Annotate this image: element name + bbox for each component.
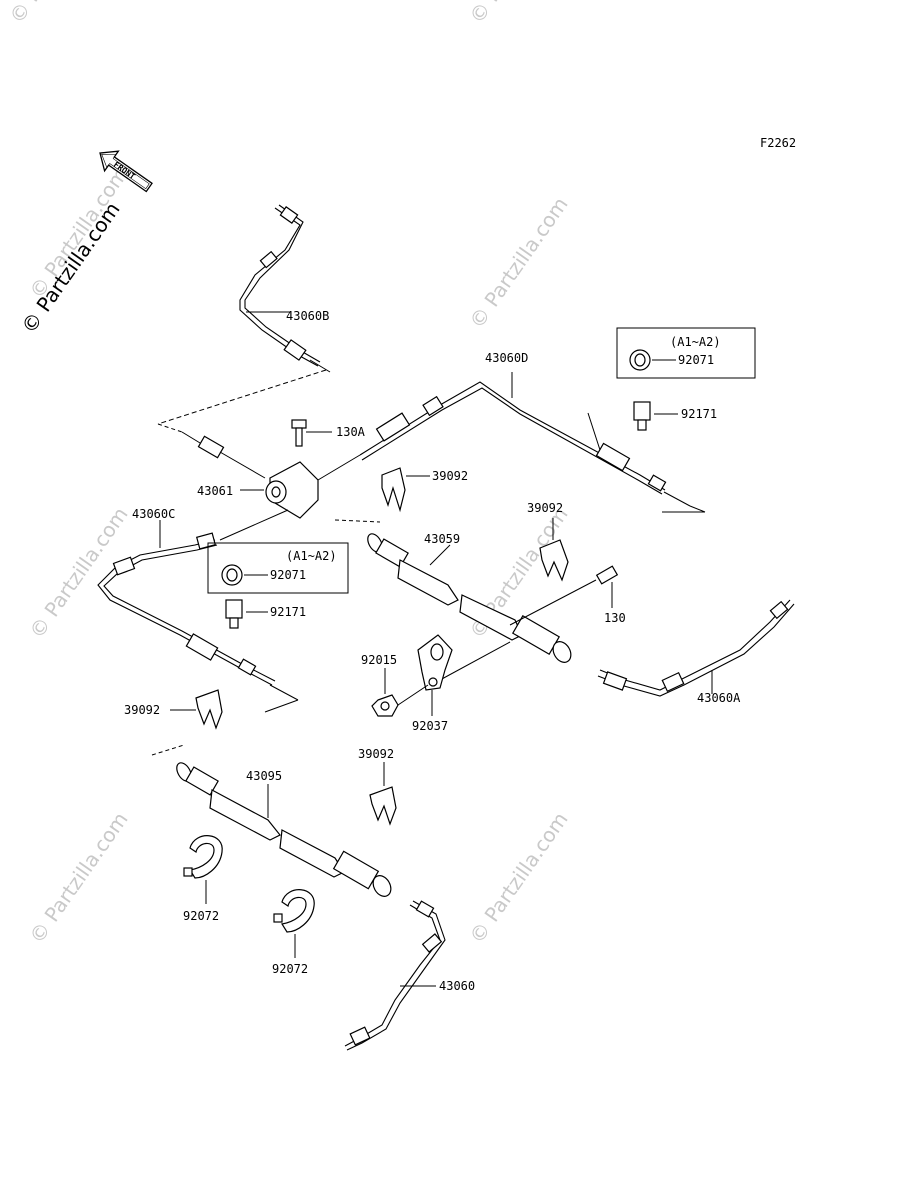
bolt-130-icon xyxy=(595,565,619,608)
fitting-92171-icon xyxy=(225,599,268,629)
label-43059: 43059 xyxy=(424,532,460,546)
applicability-box-mid: (A1~A2) 92071 xyxy=(207,542,349,594)
band-92072-icon xyxy=(183,835,223,904)
nut-92015-icon xyxy=(371,668,399,717)
applicability-top: (A1~A2) xyxy=(670,335,721,349)
clip-39092-icon xyxy=(539,518,569,582)
label-92037: 92037 xyxy=(412,719,448,733)
hose-43059-icon xyxy=(334,519,597,681)
left-connector-chain xyxy=(157,423,266,479)
watermark-text: © Partzilla.com xyxy=(4,0,112,28)
label-39092-b: 39092 xyxy=(527,501,563,515)
label-92015: 92015 xyxy=(361,653,397,667)
partzilla-logo-text: © Partzilla.com xyxy=(16,198,124,338)
label-43060A: 43060A xyxy=(697,691,741,705)
label-43095: 43095 xyxy=(246,769,282,783)
label-43060B: 43060B xyxy=(286,309,329,323)
band-92072-icon xyxy=(273,889,315,958)
watermark-text: © Partzilla.com xyxy=(464,808,572,948)
watermark-text: © Partzilla.com xyxy=(24,163,132,303)
watermark-text: © Partzilla.com xyxy=(464,0,572,28)
hose-43095-icon xyxy=(151,744,392,897)
part-43060C-tube xyxy=(97,520,299,713)
watermark-text: © Partzilla.com xyxy=(24,808,132,948)
label-43060D: 43060D xyxy=(485,351,528,365)
label-130A: 130A xyxy=(336,425,366,439)
label-39092-c: 39092 xyxy=(124,703,160,717)
label-43061: 43061 xyxy=(197,484,233,498)
clip-39092-icon xyxy=(170,689,223,730)
junction-block-43061-icon xyxy=(219,454,361,541)
label-92171-mid: 92171 xyxy=(270,605,306,619)
label-92072-a: 92072 xyxy=(183,909,219,923)
figure-code: F2262 xyxy=(760,136,796,150)
label-39092-d: 39092 xyxy=(358,747,394,761)
applicability-box-top: (A1~A2) 92071 xyxy=(616,327,756,379)
label-92072-b: 92072 xyxy=(272,962,308,976)
label-92171-top: 92171 xyxy=(681,407,717,421)
clip-39092-icon xyxy=(381,467,430,513)
part-43060-tube xyxy=(344,900,446,1051)
watermark-text: © Partzilla.com xyxy=(464,193,572,333)
label-39092-a: 39092 xyxy=(432,469,468,483)
label-43060: 43060 xyxy=(439,979,475,993)
label-43060C: 43060C xyxy=(132,507,175,521)
bolt-130A-icon xyxy=(291,419,332,447)
label-130: 130 xyxy=(604,611,626,625)
bracket-92037-icon xyxy=(397,634,453,716)
clip-39092-icon xyxy=(369,762,397,826)
applicability-mid: (A1~A2) xyxy=(286,549,337,563)
part-43060D-tube xyxy=(359,372,706,513)
label-92071-top: 92071 xyxy=(678,353,714,367)
part-43060B-tube xyxy=(157,204,331,425)
label-92071-mid: 92071 xyxy=(270,568,306,582)
fitting-92171-icon xyxy=(587,401,678,451)
part-43060A-tube xyxy=(597,599,795,697)
